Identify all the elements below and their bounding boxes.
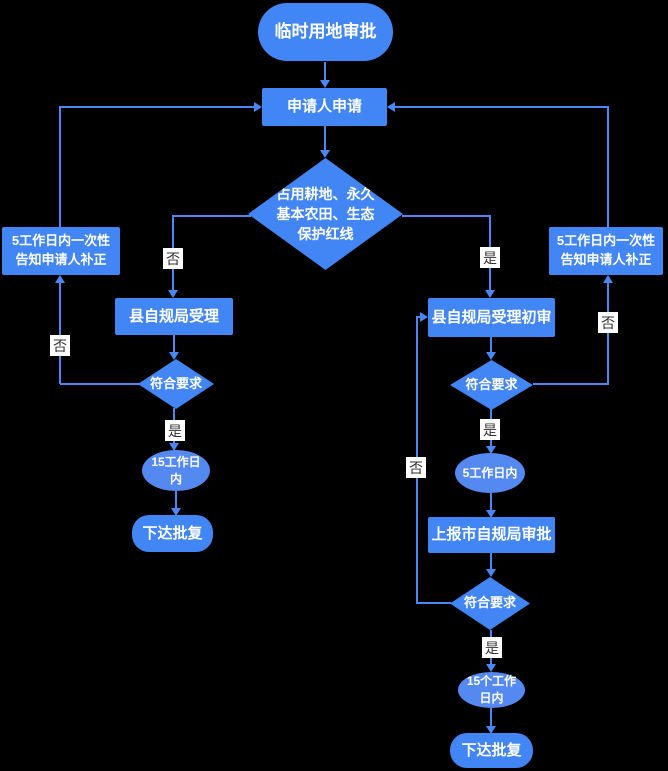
- node-15-working-days-right: 15个工作 日内: [458, 672, 525, 708]
- edge-label-no-to-county: 否: [163, 248, 183, 269]
- edge-county-check: [173, 335, 175, 353]
- decision-meets-requirements-right: 符合要求: [450, 360, 533, 410]
- arrowhead-down-icon: [485, 290, 495, 298]
- arrowhead-down-icon: [320, 150, 330, 158]
- decision-meets-requirements-city: 符合要求: [450, 577, 530, 630]
- edge-label-yes-to-initial: 是: [480, 247, 500, 268]
- edge-label-yes-city: 是: [482, 637, 502, 658]
- node-report-city-approval: 上报市自规局审批: [428, 517, 555, 553]
- edge-apply-decision: [324, 126, 326, 151]
- node-issue-approval-right: 下达批复: [450, 733, 533, 768]
- arrowhead-down-icon: [320, 80, 330, 88]
- node-county-accept: 县自规局受理: [115, 298, 233, 335]
- node-notify-correction-left: 5工作日内一次性 告知申请人补正: [2, 227, 120, 275]
- arrowhead-down-icon: [486, 664, 496, 672]
- edge-label-no-feedback-right: 否: [598, 312, 618, 333]
- edge-label-yes-left: 是: [165, 420, 185, 441]
- decision-meets-requirements-left: 符合要求: [138, 359, 214, 409]
- edge-checkcity-no-h: [417, 602, 451, 604]
- edge-label-no-feedback-city: 否: [406, 457, 426, 478]
- edge-notifyleft-apply-v: [59, 107, 61, 227]
- edge-decision-yes-h: [402, 215, 491, 217]
- edge-check-no-left-h: [60, 383, 140, 385]
- edge-days15-issue-left: [175, 491, 177, 509]
- edge-notifyright-apply-h: [395, 106, 609, 108]
- arrowhead-down-icon: [486, 510, 496, 518]
- edge-notifyright-apply-v: [607, 107, 609, 227]
- edge-days15r-issue: [490, 708, 492, 727]
- node-start: 临时用地审批: [258, 3, 393, 61]
- arrowhead-up-icon: [603, 275, 613, 283]
- edge-label-yes-right: 是: [480, 419, 500, 440]
- edge-start-apply: [324, 62, 326, 82]
- arrowhead-down-icon: [171, 508, 181, 516]
- edge-checkcity-no-stub: [416, 316, 422, 318]
- edge-check-no-left-v: [59, 281, 61, 384]
- arrowhead-down-icon: [486, 352, 496, 360]
- arrowhead-down-icon: [486, 446, 496, 454]
- node-issue-approval-left: 下达批复: [132, 515, 213, 552]
- arrowhead-down-icon: [168, 290, 178, 298]
- node-county-initial-review: 县自规局受理初审: [428, 298, 555, 337]
- edge-check-no-right-h: [533, 383, 609, 385]
- node-5-working-days: 5工作日内: [455, 453, 525, 493]
- arrowhead-down-icon: [486, 569, 496, 577]
- edge-decision-no-h: [173, 215, 251, 217]
- edge-notifyleft-apply-h: [59, 106, 255, 108]
- arrowhead-left-icon: [387, 102, 395, 112]
- arrowhead-right-icon: [254, 102, 262, 112]
- node-15-working-days-left: 15工作日 内: [142, 450, 210, 491]
- edge-city-checkcity: [490, 553, 492, 570]
- arrowhead-right-icon: [420, 312, 428, 322]
- arrowhead-down-icon: [169, 443, 179, 451]
- decision-occupy-farmland-redline: 占用耕地、永久 基本农田、生态 保护红线: [248, 158, 403, 270]
- node-notify-correction-right: 5工作日内一次性 告知申请人补正: [549, 227, 663, 275]
- edge-initial-check: [490, 337, 492, 353]
- arrowhead-up-icon: [55, 275, 65, 283]
- arrowhead-down-icon: [169, 352, 179, 360]
- edge-days5-city: [490, 493, 492, 511]
- node-applicant-apply: 申请人申请: [262, 88, 387, 126]
- arrowhead-down-icon: [486, 726, 496, 734]
- edge-label-no-feedback-left: 否: [50, 335, 70, 356]
